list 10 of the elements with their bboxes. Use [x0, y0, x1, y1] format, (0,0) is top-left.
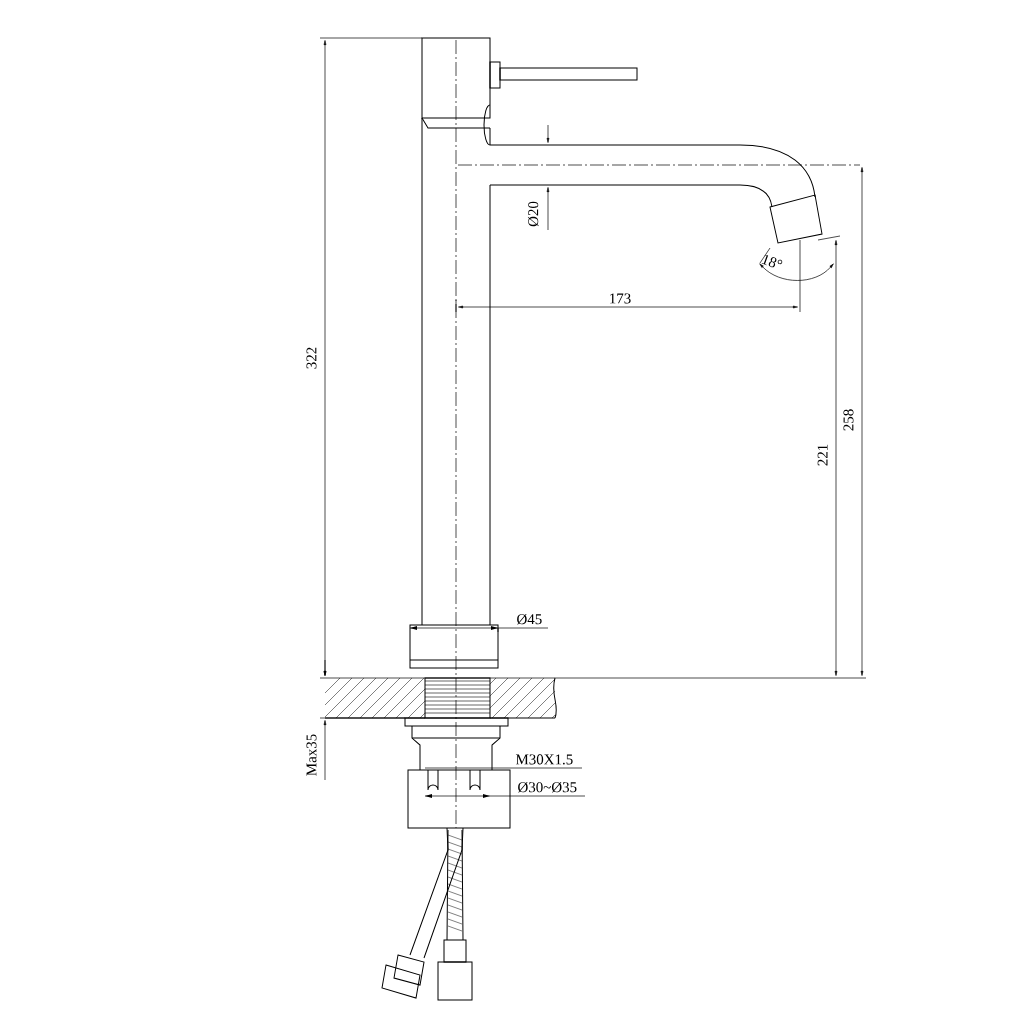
dimension-label: Max35	[306, 734, 317, 776]
dimension-label: 18°	[761, 255, 783, 268]
dimension-label: M30X1.5	[515, 754, 573, 765]
dimension-label: Ø20	[527, 201, 539, 227]
dimension-label: 173	[610, 293, 631, 304]
dimension-label: Ø45	[517, 613, 542, 625]
dimension-label: 258	[843, 409, 854, 431]
dimension-label: Ø30~Ø35	[518, 781, 577, 793]
dimension-label: 322	[306, 347, 317, 369]
dimension-label: 221	[817, 444, 828, 466]
